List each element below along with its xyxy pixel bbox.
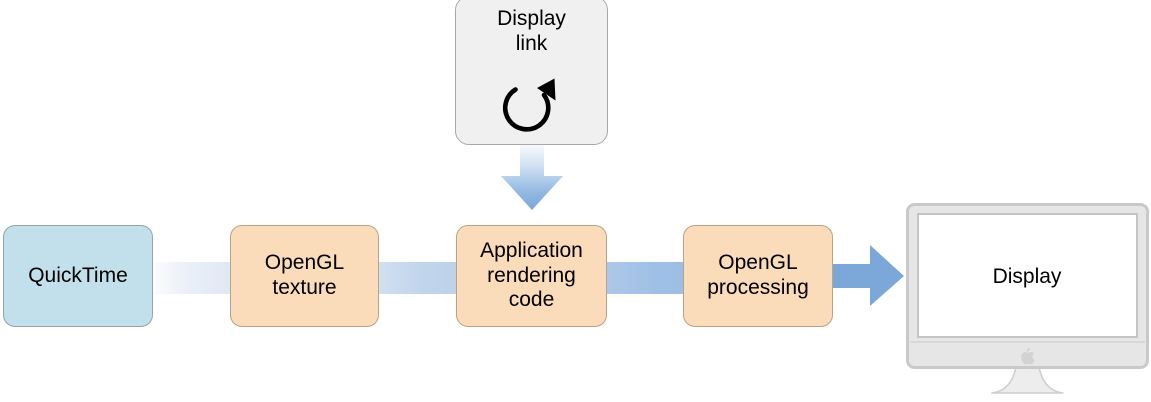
connector-displaylink-to-apprender — [487, 143, 577, 211]
node-display-link[interactable]: Display link — [455, 0, 608, 145]
connector-gltexture-to-apprender — [376, 262, 460, 294]
node-quicktime-label: QuickTime — [28, 263, 128, 287]
node-quicktime[interactable]: QuickTime — [3, 225, 153, 327]
connector-apprender-to-glprocess — [604, 262, 688, 294]
node-display[interactable]: Display — [906, 203, 1149, 398]
node-display-label: Display — [993, 265, 1062, 288]
node-opengl-texture[interactable]: OpenGL texture — [230, 225, 379, 327]
circular-loop-arrow-icon — [497, 78, 563, 140]
node-application-rendering-code[interactable]: Application rendering code — [456, 225, 607, 327]
apple-logo-icon — [1021, 347, 1035, 365]
node-display-link-label: Display link — [497, 7, 566, 56]
node-application-rendering-code-label: Application rendering code — [480, 238, 583, 312]
connector-quicktime-to-gltexture — [150, 262, 234, 294]
connector-glprocess-to-display — [828, 245, 904, 307]
node-opengl-processing[interactable]: OpenGL processing — [683, 225, 833, 327]
node-opengl-processing-label: OpenGL processing — [707, 251, 809, 299]
node-opengl-texture-label: OpenGL texture — [264, 251, 345, 299]
